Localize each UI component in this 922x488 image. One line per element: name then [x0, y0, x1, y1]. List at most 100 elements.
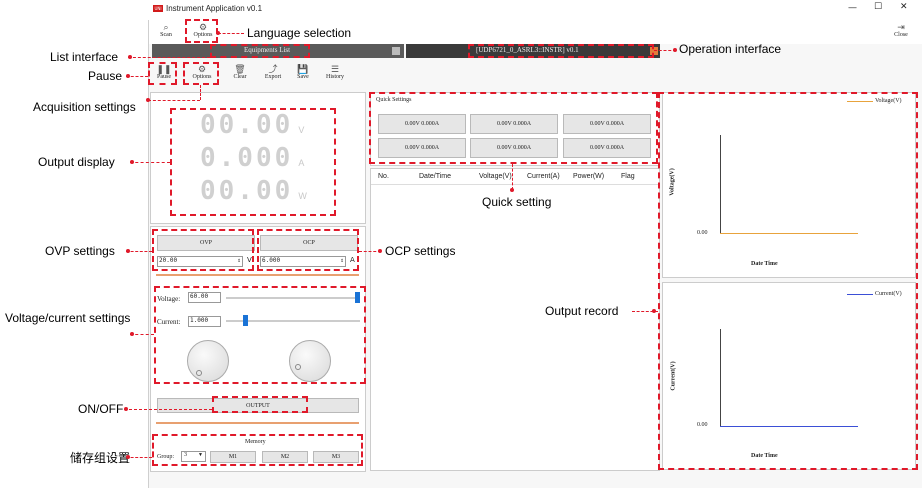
- memory-m1-button[interactable]: M1: [210, 451, 256, 463]
- column-header[interactable]: Power(W): [573, 173, 605, 180]
- leader-line: [126, 76, 148, 77]
- vc-highlight: [154, 286, 366, 384]
- leader-dot: [216, 31, 220, 35]
- current-knob[interactable]: [289, 340, 331, 382]
- column-header[interactable]: Current(A): [527, 173, 560, 180]
- leader-line: [200, 85, 201, 100]
- leader-dot: [510, 188, 514, 192]
- history-button[interactable]: ☰ History: [320, 64, 350, 80]
- window-title: Instrument Application v0.1: [166, 4, 263, 13]
- save-icon: 💾: [297, 64, 309, 74]
- search-icon: ⌕: [163, 22, 169, 32]
- pause-icon: ❚❚: [156, 64, 172, 74]
- leader-line: [218, 33, 244, 34]
- memory-m2-button[interactable]: M2: [262, 451, 308, 463]
- knob-indicator: [295, 364, 301, 370]
- divider: [156, 274, 359, 276]
- current-set-input[interactable]: 1.000: [188, 316, 221, 327]
- spinner-icon[interactable]: ⇕: [340, 257, 344, 264]
- y-axis: [720, 329, 721, 427]
- leader-line: [130, 334, 154, 335]
- options-button[interactable]: ⚙ Options: [188, 22, 218, 38]
- quick-preset-button[interactable]: 0.00V 0.000A: [378, 138, 466, 158]
- pause-button[interactable]: ❚❚ Pause: [152, 64, 176, 80]
- leader-line: [512, 164, 513, 190]
- output-record-highlight: [658, 92, 918, 470]
- annotation-memory-group: 储存组设置: [70, 451, 131, 465]
- voltage-slider-thumb[interactable]: [355, 292, 360, 303]
- export-button[interactable]: ⤴ Export: [259, 64, 287, 80]
- acquisition-options-button[interactable]: ⚙ Options: [187, 64, 217, 80]
- voltage-set-label: Voltage:: [157, 295, 181, 303]
- voltage-knob[interactable]: [187, 340, 229, 382]
- leader-line: [126, 457, 152, 458]
- quick-preset-button[interactable]: 0.00V 0.000A: [378, 114, 466, 134]
- memory-m3-button[interactable]: M3: [313, 451, 359, 463]
- leader-line: [124, 409, 212, 410]
- scan-button[interactable]: ⌕ Scan: [152, 22, 180, 38]
- memory-highlight: [152, 434, 363, 466]
- leader-line: [359, 251, 381, 252]
- current-slider[interactable]: [226, 320, 360, 322]
- leader-dot: [124, 407, 128, 411]
- y-axis: [720, 135, 721, 234]
- gear-icon: ⚙: [198, 22, 208, 32]
- quick-preset-button[interactable]: 0.00V 0.000A: [470, 138, 558, 158]
- clear-button[interactable]: 🗑 Clear: [228, 64, 252, 80]
- column-header[interactable]: Flag: [621, 173, 635, 180]
- leader-dot: [126, 455, 130, 459]
- save-button[interactable]: 💾 Save: [292, 64, 314, 80]
- annotation-pause: Pause: [88, 69, 123, 83]
- leader-line: [654, 50, 676, 51]
- ovp-input[interactable]: 20.00 ⇕: [157, 256, 243, 267]
- leader-dot: [130, 160, 134, 164]
- annotation-list-interface: List interface: [50, 50, 119, 64]
- quick-preset-button[interactable]: 0.00V 0.000A: [563, 138, 651, 158]
- group-select[interactable]: 3 ▼: [181, 451, 206, 462]
- trash-icon: 🗑: [234, 64, 246, 74]
- quick-preset-button[interactable]: 0.00V 0.000A: [563, 114, 651, 134]
- column-header[interactable]: Voltage(V): [479, 173, 512, 180]
- annotation-acquisition: Acquisition settings: [33, 100, 136, 114]
- close-app-button[interactable]: ⇥ Close: [888, 22, 914, 38]
- ovp-button[interactable]: OVP: [157, 235, 255, 251]
- current-slider-thumb[interactable]: [242, 315, 248, 326]
- ovp-unit: V: [247, 256, 252, 264]
- leader-dot: [378, 249, 382, 253]
- history-icon: ☰: [330, 64, 340, 74]
- column-header[interactable]: Date/Time: [419, 173, 452, 180]
- legend-swatch: [847, 294, 873, 295]
- ocp-button[interactable]: OCP: [260, 235, 358, 251]
- leader-dot: [146, 98, 150, 102]
- title-bar: UNI Instrument Application v0.1 — ☐ ✕: [148, 0, 922, 20]
- leader-dot: [673, 48, 677, 52]
- quick-preset-button[interactable]: 0.00V 0.000A: [470, 114, 558, 134]
- pause-highlight: [148, 62, 177, 85]
- collapse-icon[interactable]: [392, 47, 400, 55]
- power-unit: W: [298, 191, 307, 201]
- equipments-list-bar[interactable]: Equipments List: [152, 44, 404, 58]
- voltage-set-input[interactable]: 60.00: [188, 292, 221, 303]
- annotation-output-display: Output display: [38, 155, 115, 169]
- annotation-onoff: ON/OFF: [78, 402, 124, 416]
- maximize-button[interactable]: ☐: [874, 2, 883, 12]
- close-window-button[interactable]: ✕: [900, 2, 908, 12]
- ocp-input[interactable]: 6.000 ⇕: [260, 256, 346, 267]
- current-x-label: Date Time: [751, 453, 778, 459]
- minimize-button[interactable]: —: [848, 3, 857, 13]
- device-close-icon[interactable]: [650, 47, 658, 55]
- leader-line: [128, 57, 210, 58]
- annotation-operation-interface: Operation interface: [679, 42, 782, 56]
- spinner-icon[interactable]: ⇕: [237, 257, 241, 264]
- y-tick-label: 0.00: [697, 230, 708, 236]
- voltage-unit: V: [298, 125, 305, 135]
- divider: [156, 422, 359, 424]
- column-header[interactable]: No.: [378, 173, 389, 180]
- exit-icon: ⇥: [897, 22, 905, 32]
- chevron-down-icon: ▼: [198, 453, 203, 458]
- voltage-slider[interactable]: [226, 297, 360, 299]
- annotation-quick-setting: Quick setting: [482, 195, 552, 209]
- annotation-ocp: OCP settings: [385, 244, 456, 258]
- current-display: 0.000: [200, 143, 294, 173]
- device-tab-label: [UDP6721_0_ASRL3::INSTR] v0.1: [476, 46, 579, 54]
